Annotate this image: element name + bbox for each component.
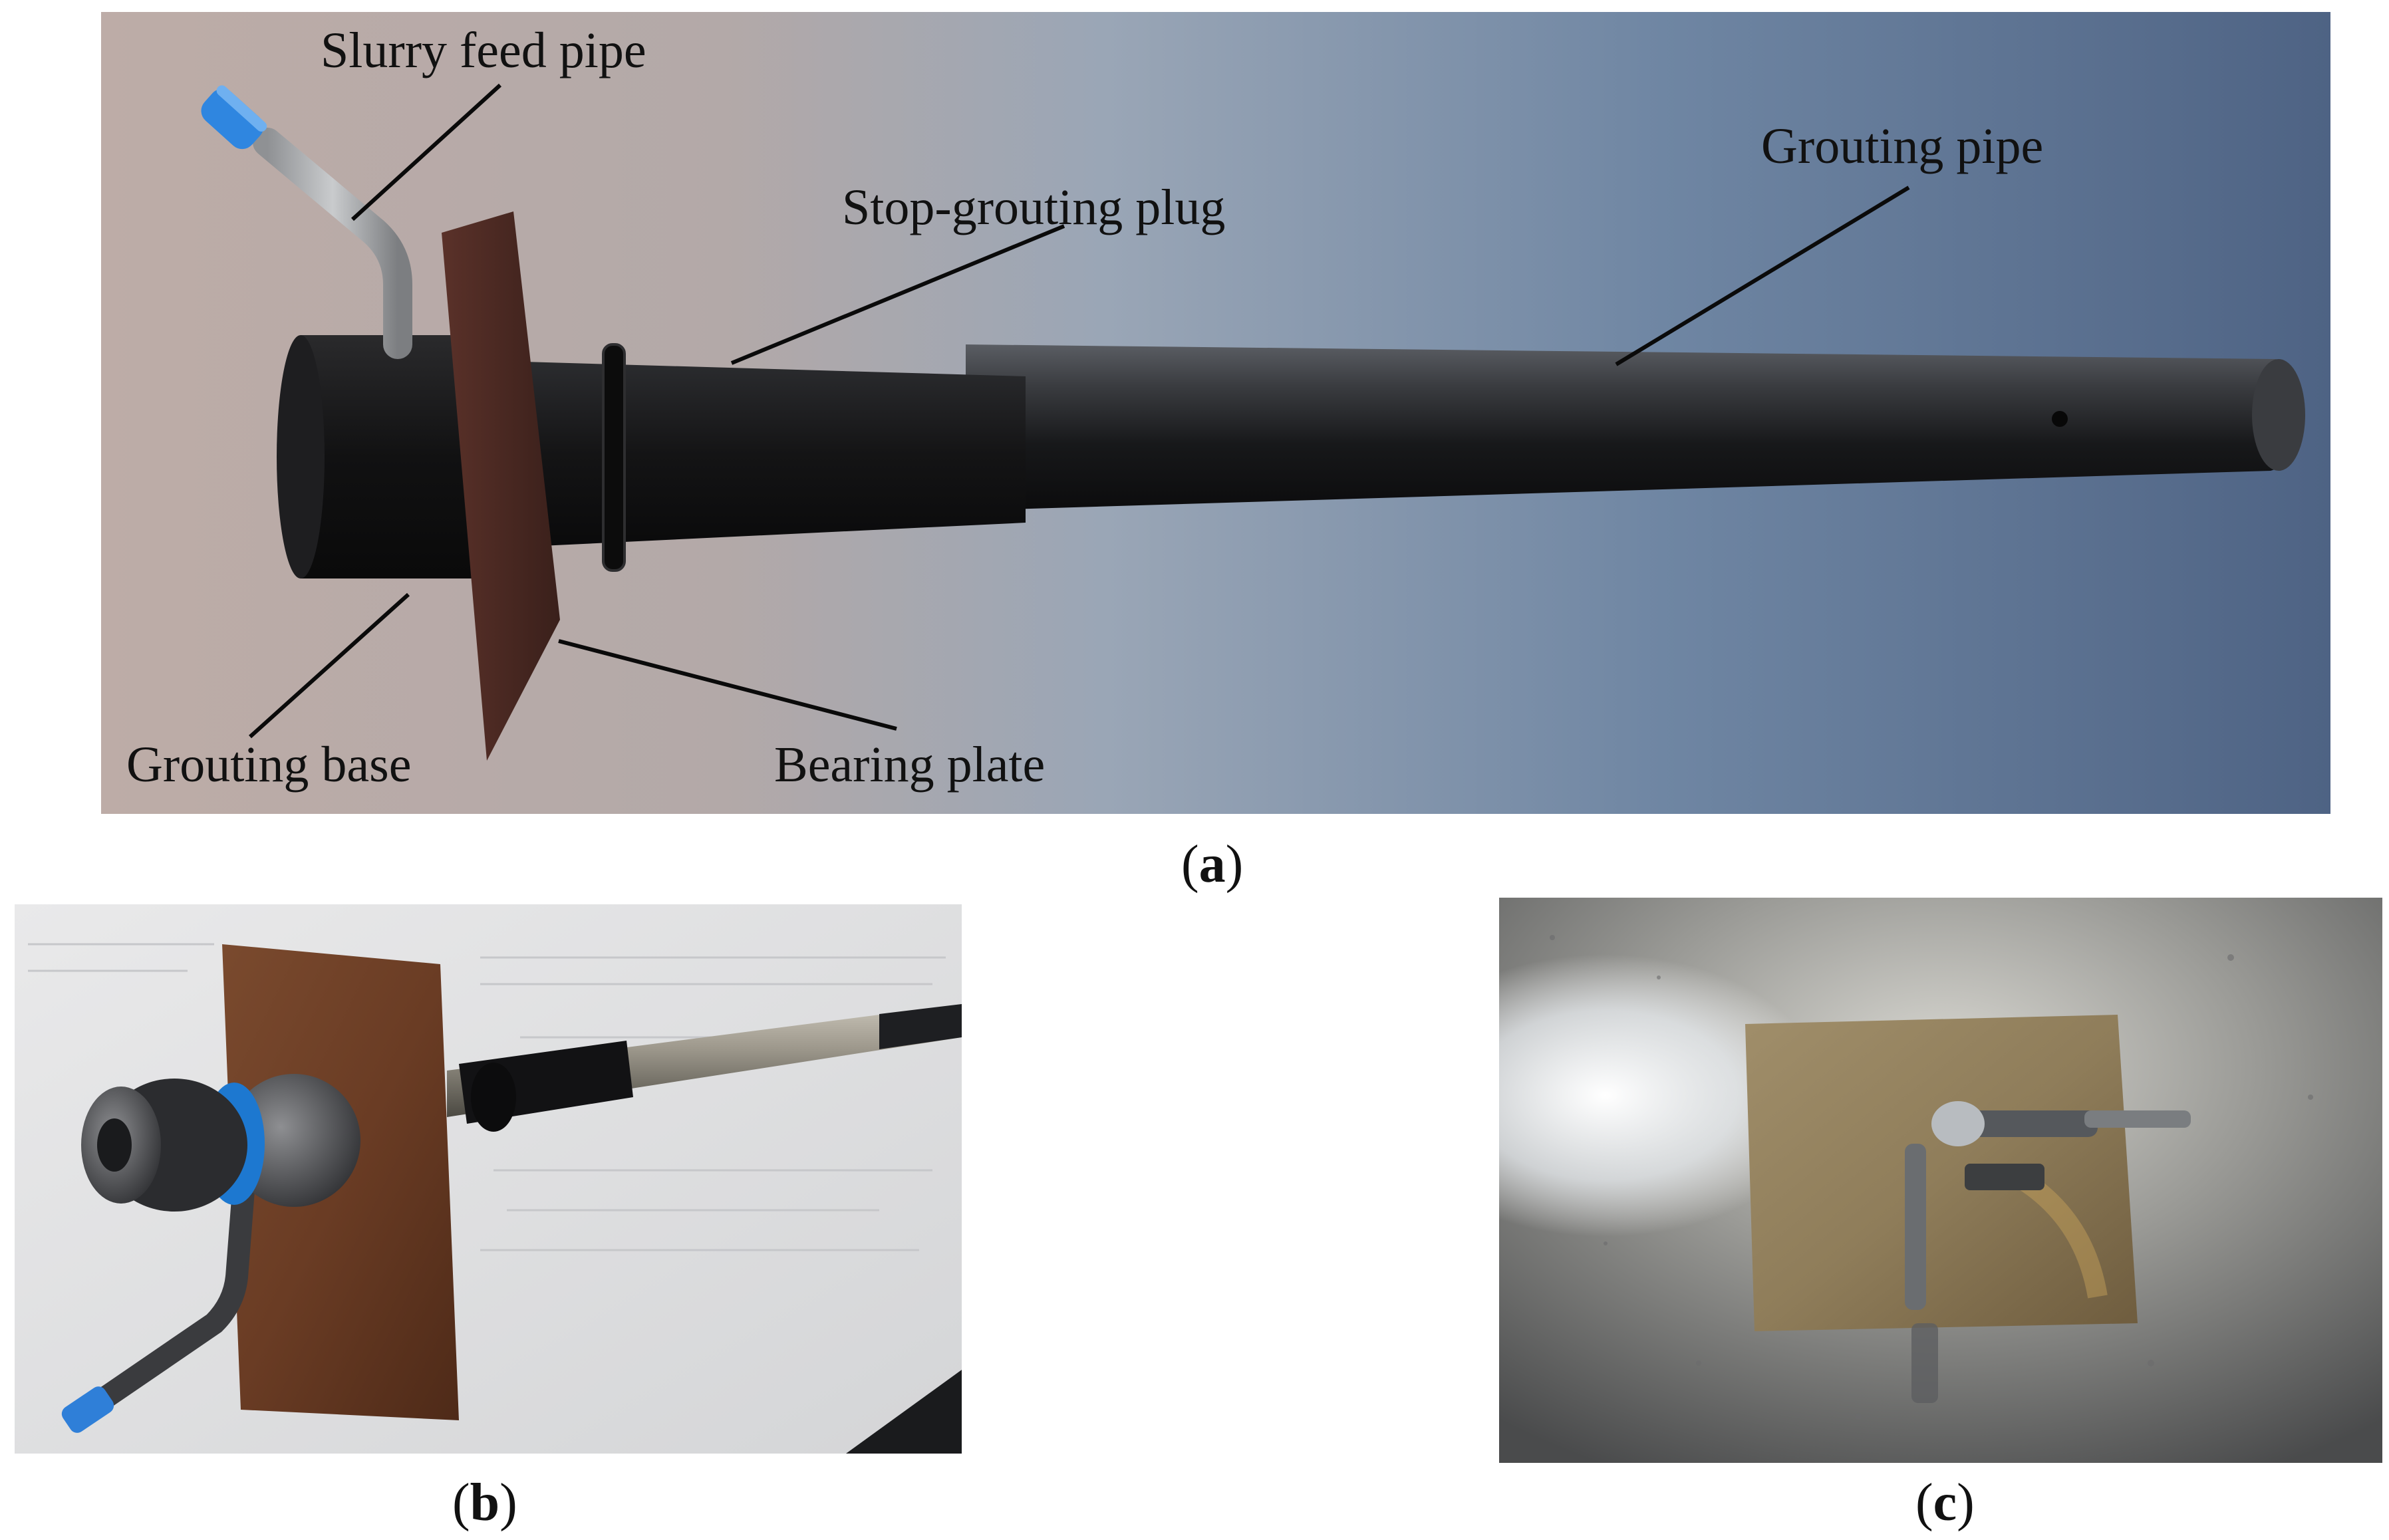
label-slurry-feed-pipe: Slurry feed pipe: [321, 23, 646, 78]
panel-a-render: [101, 12, 2330, 814]
assembly-photo: [15, 904, 962, 1454]
plug-ring: [602, 343, 626, 572]
label-stop-grouting-plug: Stop-grouting plug: [842, 180, 1226, 235]
caption-c: (c): [1915, 1474, 1975, 1532]
panel-b-photo: [15, 904, 962, 1454]
installed-photo: [1499, 898, 2382, 1463]
grouting-base-shape: [301, 335, 474, 578]
caption-b: (b): [452, 1474, 517, 1532]
grouting-pipe-shape: [966, 344, 2304, 511]
bearing-plate-shape: [442, 211, 560, 761]
label-grouting-pipe: Grouting pipe: [1761, 118, 2044, 174]
grouting-assembly-render: [101, 12, 2330, 814]
installed-bearing-plate: [1745, 1015, 2138, 1331]
blue-cap-icon: [201, 85, 267, 150]
label-grouting-base: Grouting base: [126, 737, 412, 793]
label-bearing-plate: Bearing plate: [774, 737, 1046, 793]
photo-blue-cap-icon: [61, 1386, 114, 1433]
pipe-hole: [2052, 411, 2068, 427]
slurry-feed-pipe-shape: [253, 128, 412, 359]
panel-c-photo: [1499, 898, 2382, 1463]
stop-grouting-plug-shape: [500, 361, 1026, 548]
caption-a: (a): [1181, 835, 1244, 894]
